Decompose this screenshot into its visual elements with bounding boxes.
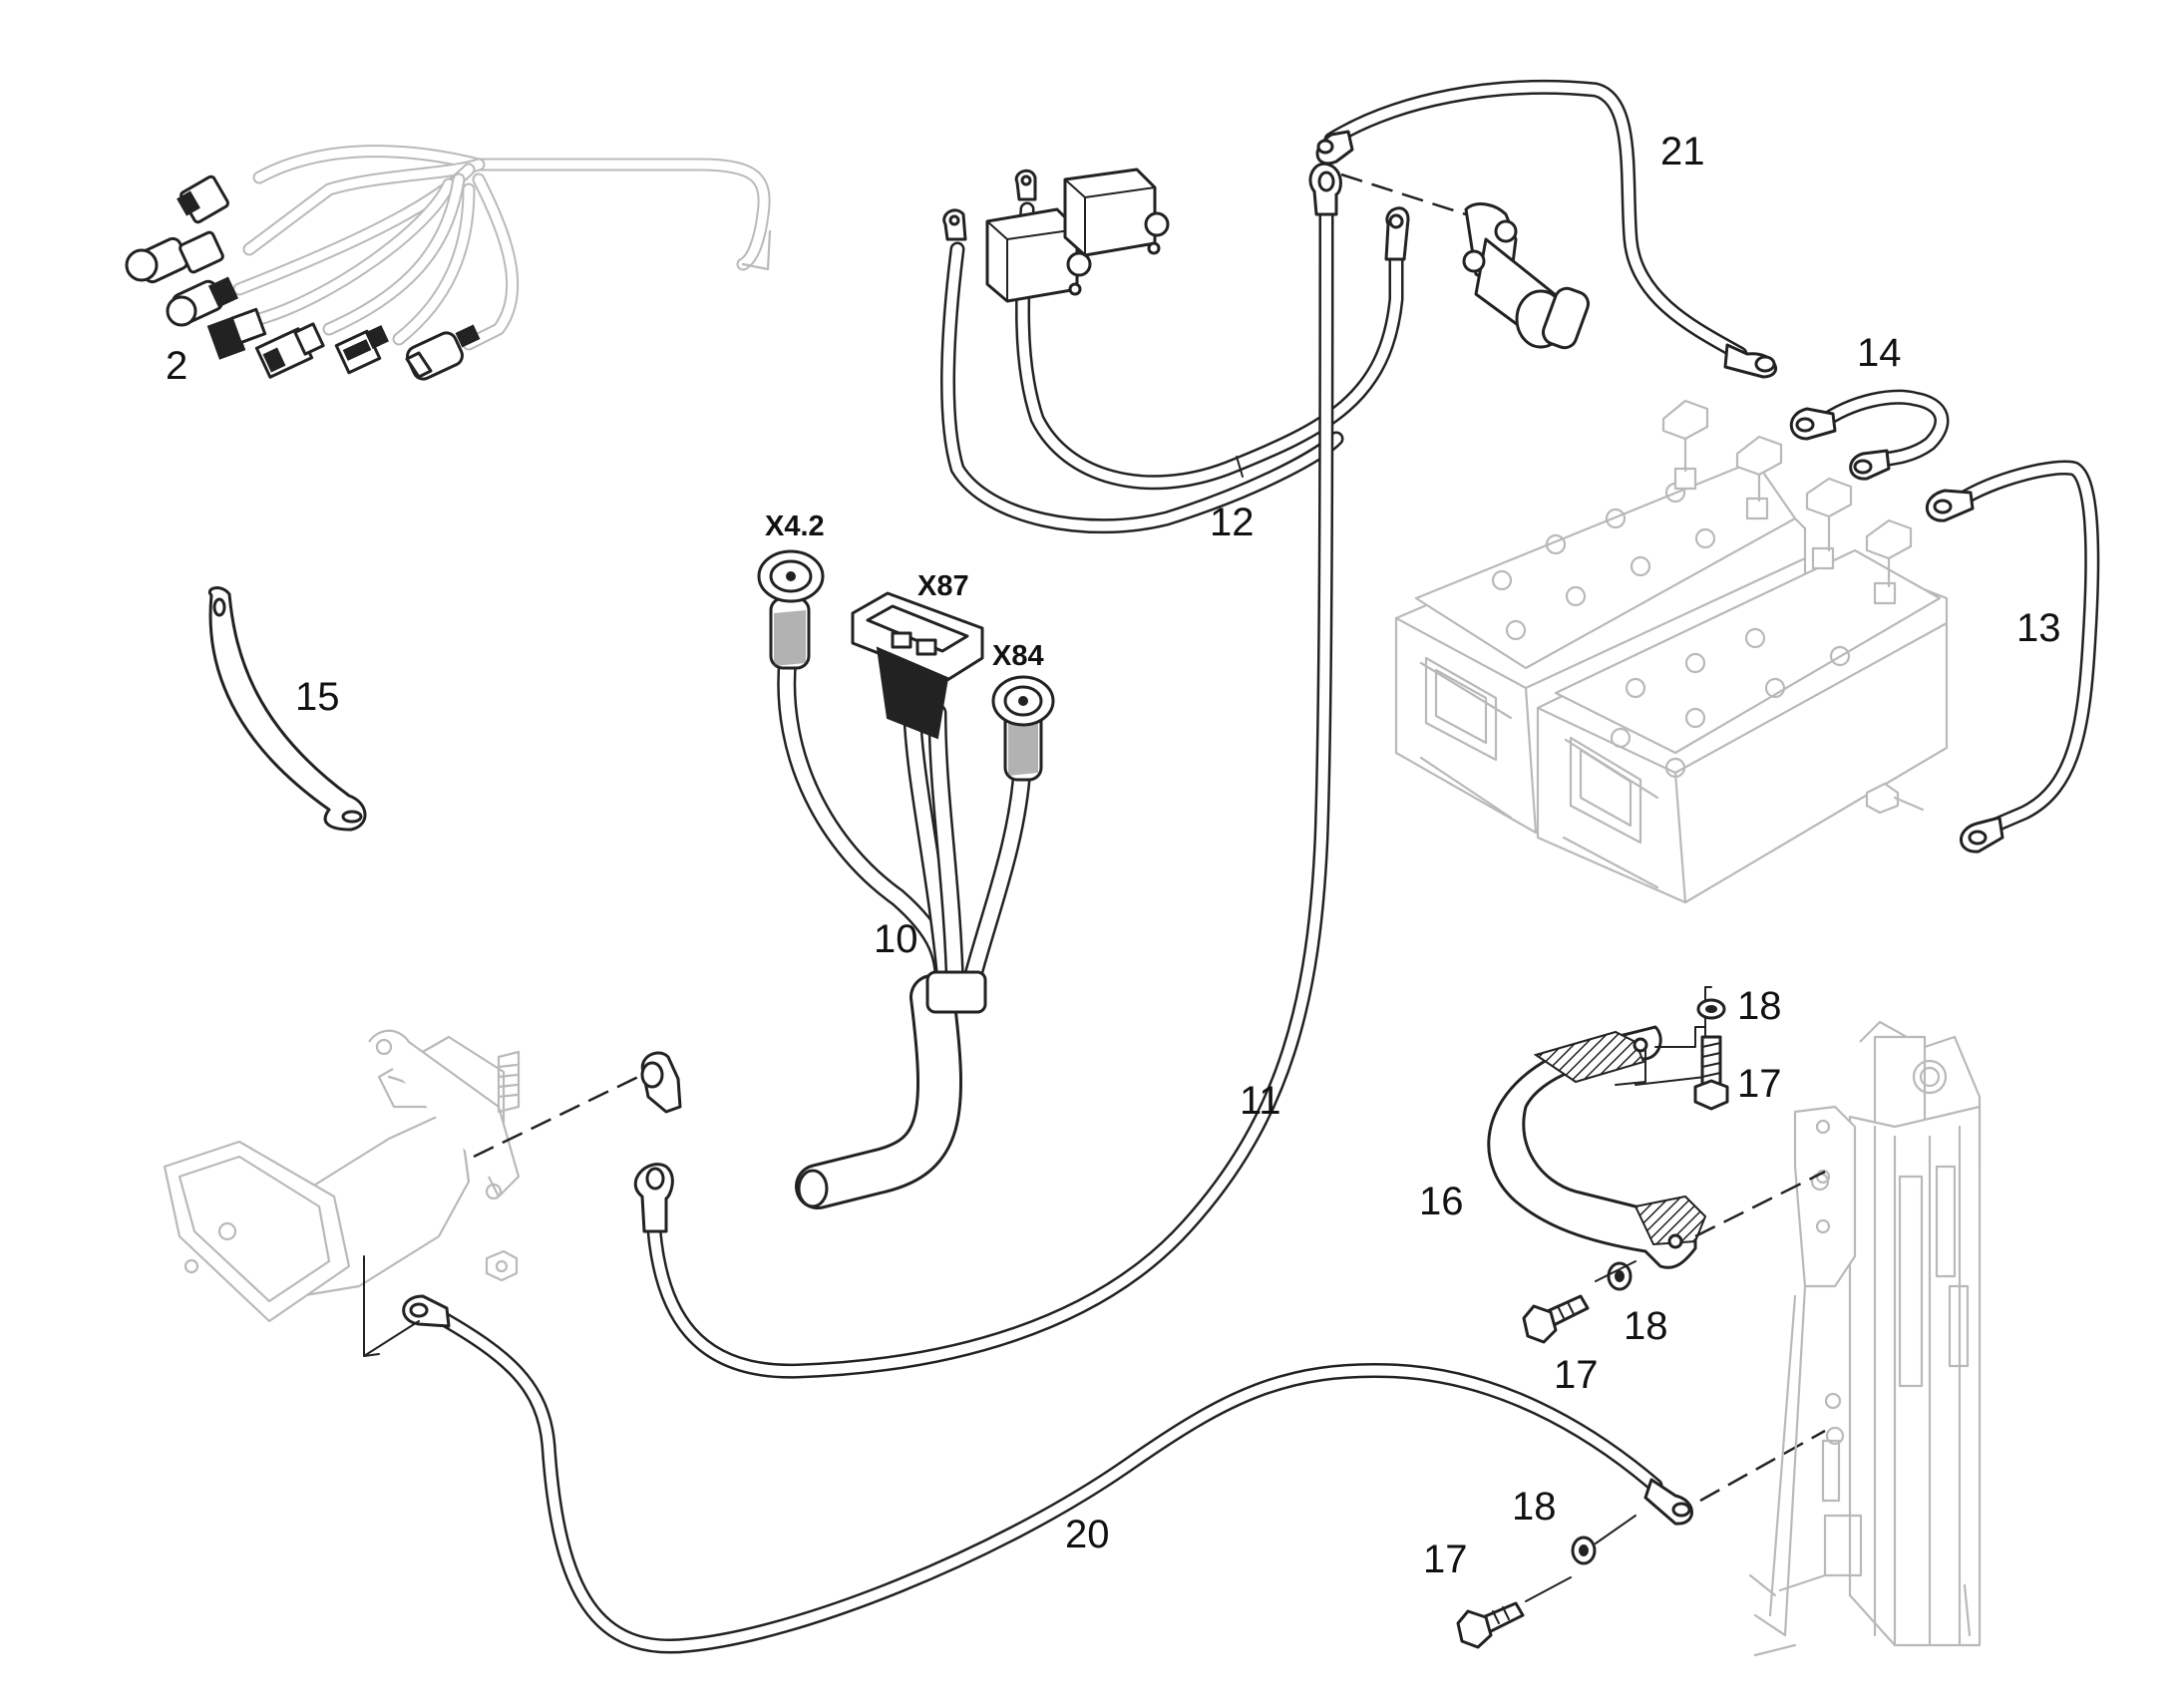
connector-label-x84: X84 [992,640,1044,672]
harness-plug-6 [334,325,389,375]
callout-18-mid: 18 [1624,1304,1668,1348]
callout-17-mid: 17 [1554,1353,1599,1397]
harness-plug-1 [177,174,229,224]
callout-21: 21 [1660,130,1705,173]
bolt-17-bottom [1456,1515,1636,1649]
harness-plug-5 [254,322,325,379]
harness-plug-3 [166,276,239,327]
cable-lug-12a [942,208,967,241]
connector-x87 [851,591,984,740]
link-cable-14 [1789,389,1950,481]
cable-11 [633,162,1342,1379]
cable-lug-20a [402,1294,451,1328]
callout-10: 10 [874,917,918,961]
cable-21 [1315,79,1777,379]
battery-pack [1394,399,1949,904]
terminal-boot [640,1051,682,1114]
bolt-17-mid [1522,1294,1590,1344]
callout-2: 2 [166,344,187,388]
callout-16: 16 [1419,1180,1464,1223]
callout-17-bottom: 17 [1423,1537,1468,1581]
callout-20: 20 [1065,1513,1110,1556]
connector-label-x87: X87 [917,570,969,602]
ground-strap-16 [1487,986,1826,1269]
battery-cable-13 [1925,460,2100,854]
washer-18-top [1696,998,1726,1020]
harness-plug-2 [125,230,224,284]
connector-labels: X4.2 X87 X84 [765,511,1044,672]
callout-18-bottom: 18 [1512,1485,1557,1529]
starter-motor [163,1029,639,1357]
washer-18-bottom [1571,1536,1597,1565]
alignment-line-mid [1595,1260,1636,1282]
callout-18-top: 18 [1737,984,1782,1028]
callout-labels: 2 10 11 12 13 14 15 16 17 17 17 18 18 18… [166,130,2061,1581]
battery-disconnect-switch [1462,202,1591,350]
circuit-breaker-2 [1063,168,1170,257]
callout-14: 14 [1857,331,1902,375]
bolt-17-top [1693,1035,1729,1111]
washer-18-mid [1607,1261,1633,1291]
callout-17-top: 17 [1737,1062,1782,1106]
ground-strap-15 [207,586,367,832]
mast-frame [1748,1020,1982,1657]
harness-10 [757,549,1055,1209]
cable-lug-12c [1384,206,1410,261]
harness-plug-4 [206,307,267,360]
cable-lug-14a [1789,407,1837,441]
cable-lug-11-bottom [633,1163,674,1233]
callout-15: 15 [295,675,340,719]
wiring-harness-2 [125,145,772,381]
cable-lug-13b [1960,816,2004,854]
connector-label-x4-2: X4.2 [765,511,825,542]
cable-lug-21a [1315,130,1354,166]
circuit-breaker-1 [985,207,1092,303]
connector-x4-2 [757,549,825,670]
connector-x84 [991,675,1055,782]
cable-lug-14b [1849,449,1891,481]
cable-lug-20b [1643,1478,1693,1526]
ground-cable-20 [363,1294,1826,1654]
cable-lug-12b [1014,169,1037,201]
breaker-cables-12 [940,168,1410,534]
harness-plug-7 [405,324,481,381]
cable-lug-11-top [1308,162,1342,216]
callout-13: 13 [2016,606,2061,650]
callout-12: 12 [1210,501,1255,544]
cable-lug-13a [1925,489,1975,522]
cable-lug-21b [1723,343,1777,379]
callout-11: 11 [1240,1079,1281,1123]
